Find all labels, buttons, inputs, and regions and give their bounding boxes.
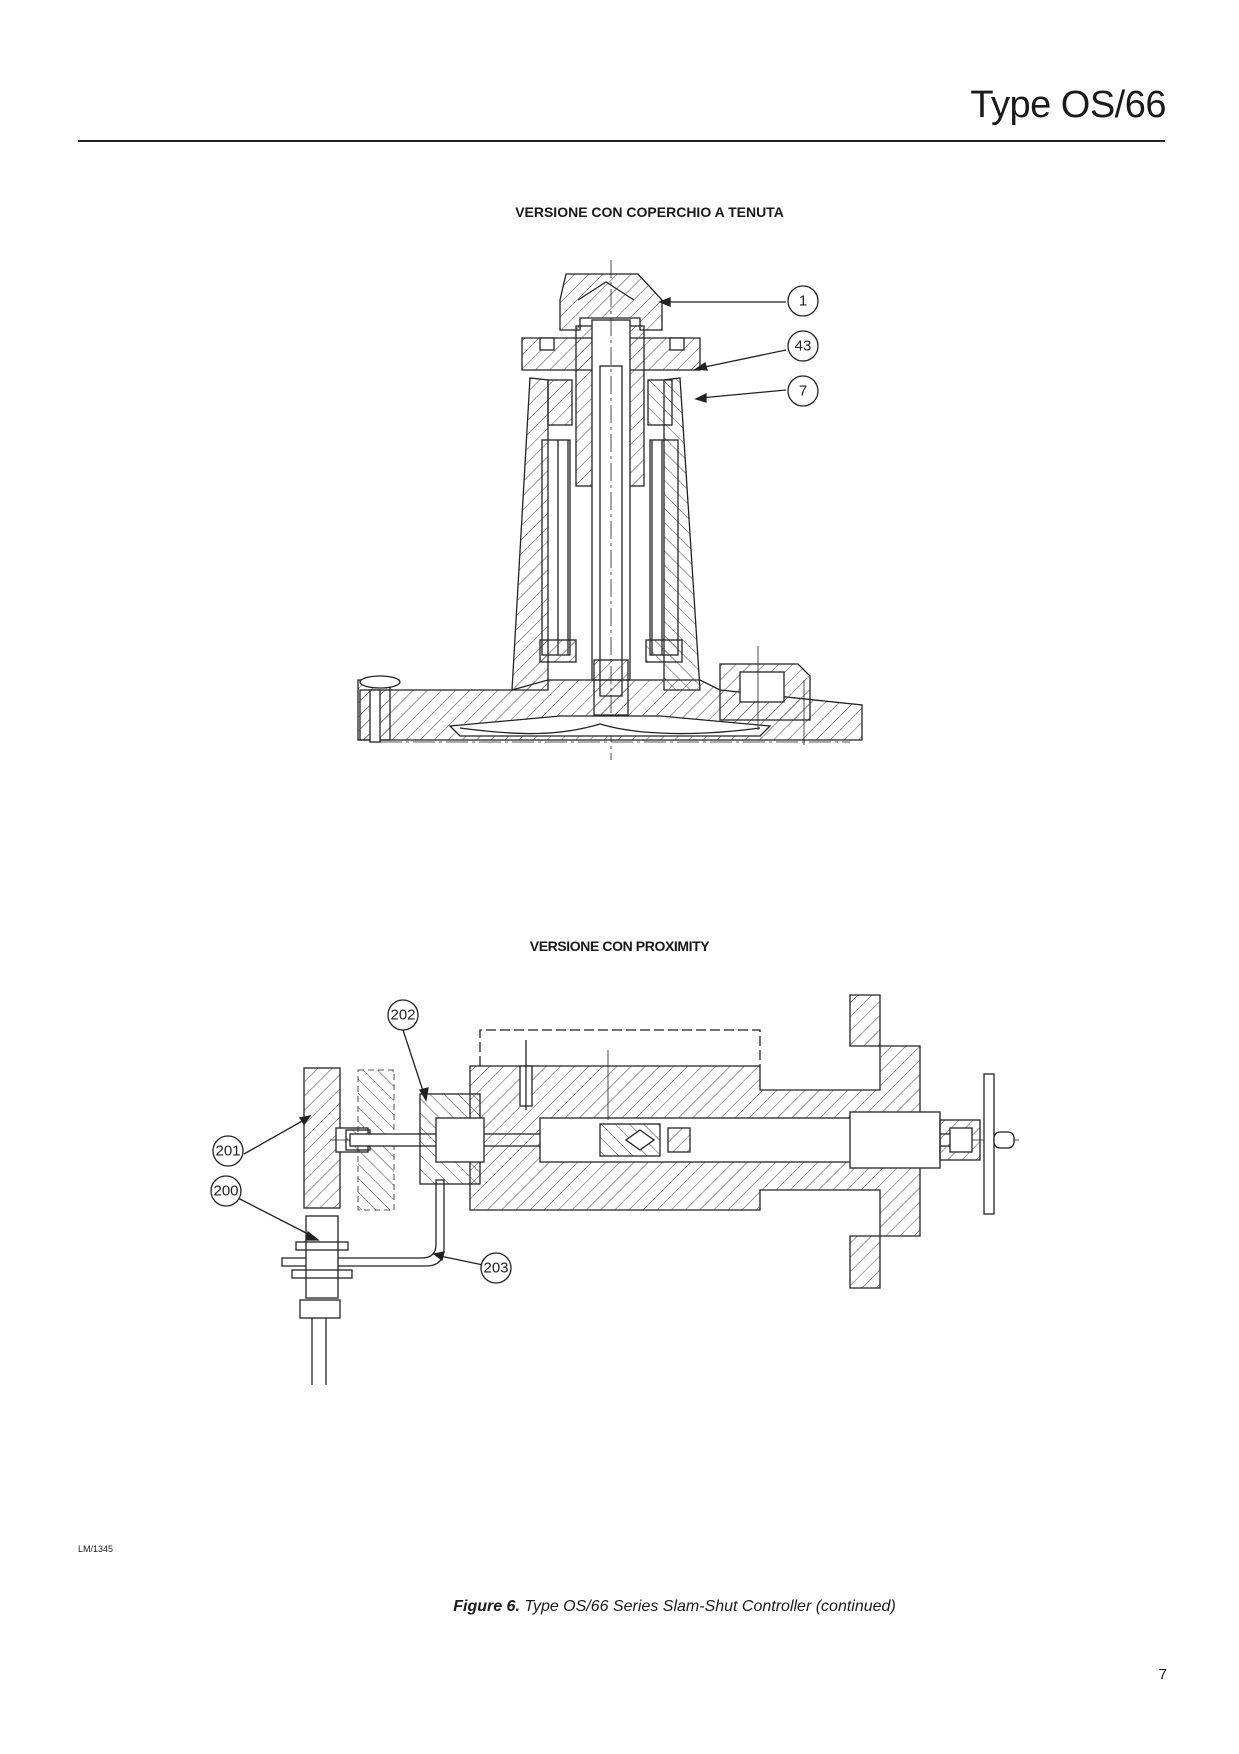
drawing-reference-code: LM/1345 bbox=[78, 1544, 114, 1554]
document-title: Type OS/66 bbox=[970, 84, 1166, 126]
callout-203: 203 bbox=[483, 1260, 508, 1277]
page-number: 7 bbox=[1158, 1666, 1167, 1683]
caption-text: Type OS/66 Series Slam-Shut Controller (… bbox=[519, 1598, 896, 1615]
top-section-drawing bbox=[357, 260, 863, 760]
callout-7: 7 bbox=[799, 383, 807, 400]
callout-1: 1 bbox=[799, 293, 807, 310]
figure-caption: Figure 6. Type OS/66 Series Slam-Shut Co… bbox=[0, 1598, 1239, 1616]
callout-202: 202 bbox=[390, 1007, 415, 1024]
figure-top-title: VERSIONE CON COPERCHIO A TENUTA bbox=[515, 204, 784, 220]
callout-43: 43 bbox=[795, 338, 812, 355]
callout-200: 200 bbox=[213, 1183, 238, 1200]
header-divider bbox=[78, 140, 1165, 142]
bottom-section-drawing bbox=[210, 994, 1020, 1385]
caption-label: Figure 6. bbox=[453, 1598, 520, 1615]
callout-201: 201 bbox=[215, 1143, 240, 1160]
figure-bottom-title: VERSIONE CON PROXIMITY bbox=[529, 938, 710, 954]
